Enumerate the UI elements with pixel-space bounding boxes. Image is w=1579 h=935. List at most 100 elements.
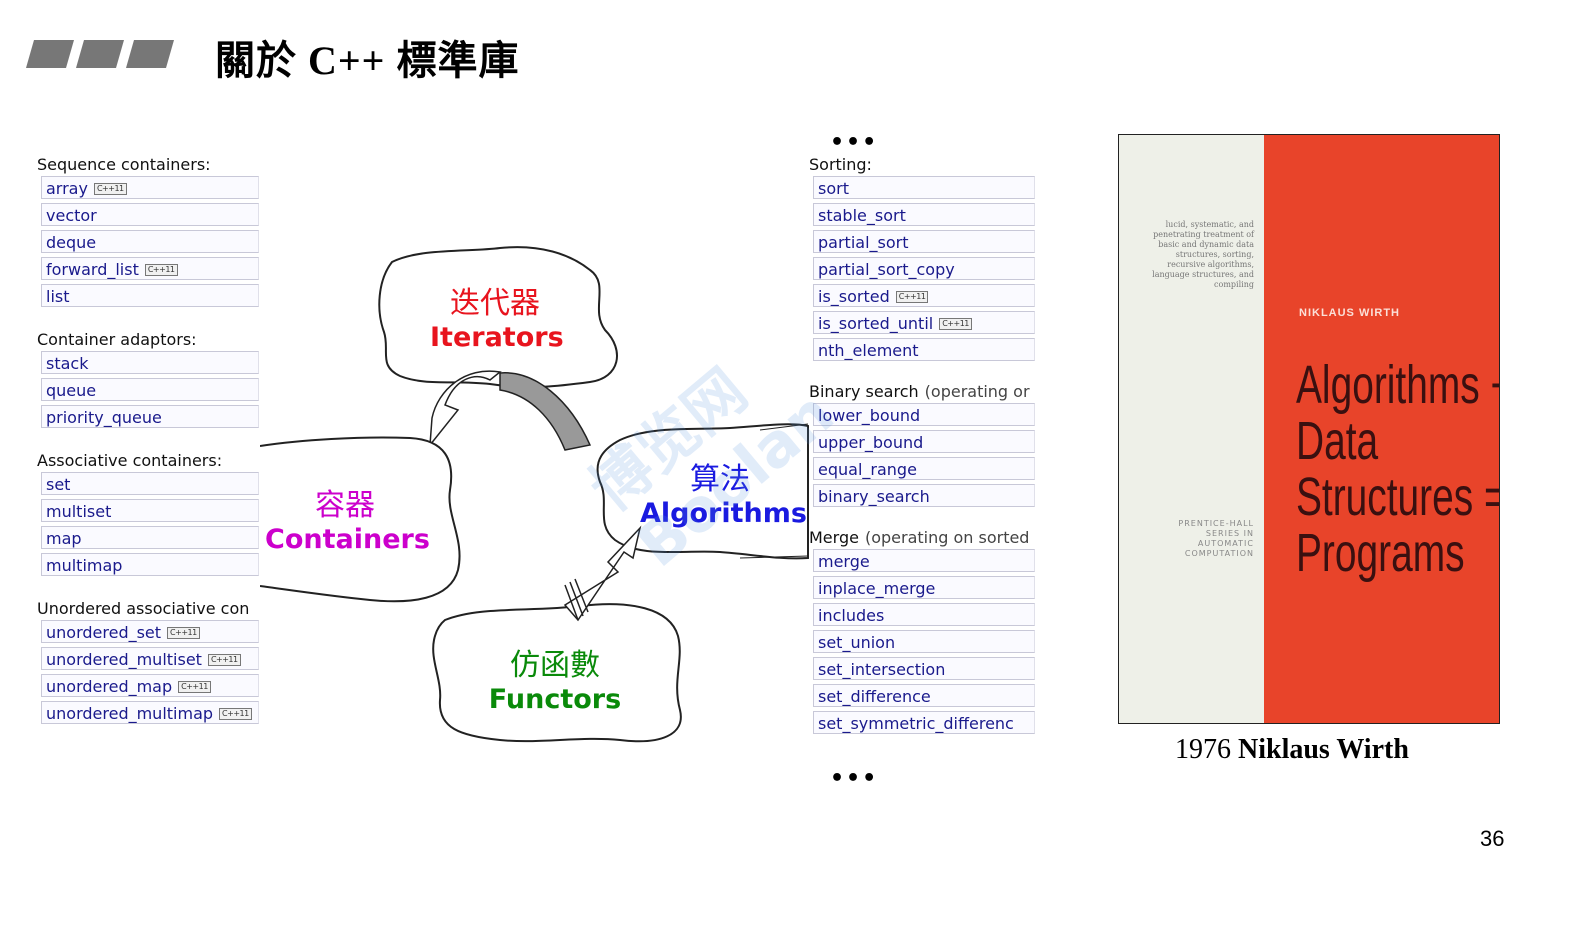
section-gap xyxy=(37,580,259,598)
iterators-label: 迭代器 Iterators xyxy=(430,278,564,353)
list-item[interactable]: merge xyxy=(813,549,1035,572)
list-item[interactable]: partial_sort xyxy=(813,230,1035,253)
list-item[interactable]: lower_bound xyxy=(813,403,1035,426)
connector-line xyxy=(759,423,809,431)
list-item[interactable]: set_symmetric_differenc xyxy=(813,711,1035,734)
cpp11-badge: C++11 xyxy=(93,183,127,195)
cpp11-badge: C++11 xyxy=(144,264,178,276)
grey-curved-arrow xyxy=(499,372,592,451)
page-number: 36 xyxy=(1480,826,1505,851)
book-caption: 1976 Niklaus Wirth xyxy=(1175,734,1409,766)
list-item-label: unordered_multimap xyxy=(46,704,214,723)
list-item[interactable]: set_intersection xyxy=(813,657,1035,680)
list-item[interactable]: vector xyxy=(41,203,259,226)
section-heading-text: Associative containers: xyxy=(37,451,223,470)
cpp11-badge: C++11 xyxy=(167,627,200,639)
list-item-label: includes xyxy=(818,606,885,625)
list-item-label: multiset xyxy=(46,502,112,521)
cpp11-badge: C++11 xyxy=(895,291,929,303)
list-item[interactable]: deque xyxy=(41,230,259,253)
book-title-line: Data xyxy=(1296,411,1379,471)
book-author: NIKLAUS WIRTH xyxy=(1299,307,1400,319)
section-subheading: (operating on sorted xyxy=(864,528,1030,547)
list-item-label: unordered_map xyxy=(46,677,173,696)
list-item-label: lower_bound xyxy=(818,406,921,425)
list-item[interactable]: set xyxy=(41,472,259,495)
list-item[interactable]: multimap xyxy=(41,553,259,576)
list-item-label: is_sorted xyxy=(818,287,890,306)
list-item-label: multimap xyxy=(46,556,123,575)
book-cover-left-panel xyxy=(1119,135,1264,723)
iterators-label-en: Iterators xyxy=(430,322,564,353)
section-gap xyxy=(809,365,1035,381)
list-item[interactable]: list xyxy=(41,284,259,307)
list-item[interactable]: partial_sort_copy xyxy=(813,257,1035,280)
list-item[interactable]: stack xyxy=(41,351,259,374)
list-item-label: partial_sort_copy xyxy=(818,260,955,279)
list-item[interactable]: map xyxy=(41,526,259,549)
book-blurb: lucid, systematic, and penetrating treat… xyxy=(1152,220,1254,289)
algorithms-label: 算法 Algorithms xyxy=(640,454,807,529)
list-item-label: nth_element xyxy=(818,341,919,360)
list-item[interactable]: set_union xyxy=(813,630,1035,653)
book-title: Algorithms + Data Structures = Programs xyxy=(1296,355,1500,583)
list-item[interactable]: queue xyxy=(41,378,259,401)
list-item-label: set_symmetric_differenc xyxy=(818,714,1014,733)
section-heading: Sorting: xyxy=(809,154,1035,176)
arrow-tail-stripes xyxy=(564,578,589,621)
list-item-label: equal_range xyxy=(818,460,917,479)
list-item[interactable]: priority_queue xyxy=(41,405,259,428)
iterator-to-container-arrow xyxy=(429,370,502,448)
list-item[interactable]: inplace_merge xyxy=(813,576,1035,599)
functors-cloud xyxy=(432,603,682,743)
functors-label: 仿函數 Functors xyxy=(485,640,625,715)
list-item[interactable]: binary_search xyxy=(813,484,1035,507)
list-item-label: set_difference xyxy=(818,687,931,706)
list-item[interactable]: upper_bound xyxy=(813,430,1035,453)
section-gap xyxy=(809,511,1035,527)
book-series: PRENTICE-HALL SERIES IN AUTOMATIC COMPUT… xyxy=(1178,519,1254,558)
book-title-line: Programs xyxy=(1296,523,1465,583)
section-heading: Binary search(operating or xyxy=(809,381,1035,403)
caption-author: Niklaus Wirth xyxy=(1238,734,1409,765)
slide-title: 關於 C++ 標準庫 xyxy=(215,38,520,83)
book-title-line: Algorithms + xyxy=(1296,355,1500,415)
list-item-label: stack xyxy=(46,354,89,373)
cpp11-badge: C++11 xyxy=(939,318,972,330)
list-item-label: stable_sort xyxy=(818,206,906,225)
list-item-label: set_union xyxy=(818,633,896,652)
list-item[interactable]: set_difference xyxy=(813,684,1035,707)
list-item[interactable]: sort xyxy=(813,176,1035,199)
algorithms-cloud xyxy=(596,423,809,560)
diagram-clouds xyxy=(259,246,809,743)
section-heading-text: Sequence containers: xyxy=(37,155,211,174)
list-item-label: inplace_merge xyxy=(818,579,936,598)
list-item-label: deque xyxy=(46,233,97,252)
list-item[interactable]: includes xyxy=(813,603,1035,626)
algorithms-label-zh: 算法 xyxy=(690,462,750,497)
book-right-text: NIKLAUS WIRTH Algorithms + Data Structur… xyxy=(1264,135,1499,723)
containers-label-en: Containers xyxy=(265,524,430,555)
list-item[interactable]: multiset xyxy=(41,499,259,522)
containers-label-zh: 容器 xyxy=(315,488,375,523)
list-item[interactable]: equal_range xyxy=(813,457,1035,480)
list-item-label: list xyxy=(46,287,70,306)
title-decoration-bars xyxy=(26,40,174,68)
list-item[interactable]: nth_element xyxy=(813,338,1035,361)
section-heading: Merge(operating on sorted xyxy=(809,527,1035,549)
iterators-cloud xyxy=(378,246,618,389)
functors-label-zh: 仿函數 xyxy=(510,648,600,683)
cpp11-badge: C++11 xyxy=(207,654,241,666)
list-item[interactable]: stable_sort xyxy=(813,203,1035,226)
list-item[interactable]: is_sorted C++11 xyxy=(813,284,1035,307)
section-subheading: (operating or xyxy=(924,382,1030,401)
